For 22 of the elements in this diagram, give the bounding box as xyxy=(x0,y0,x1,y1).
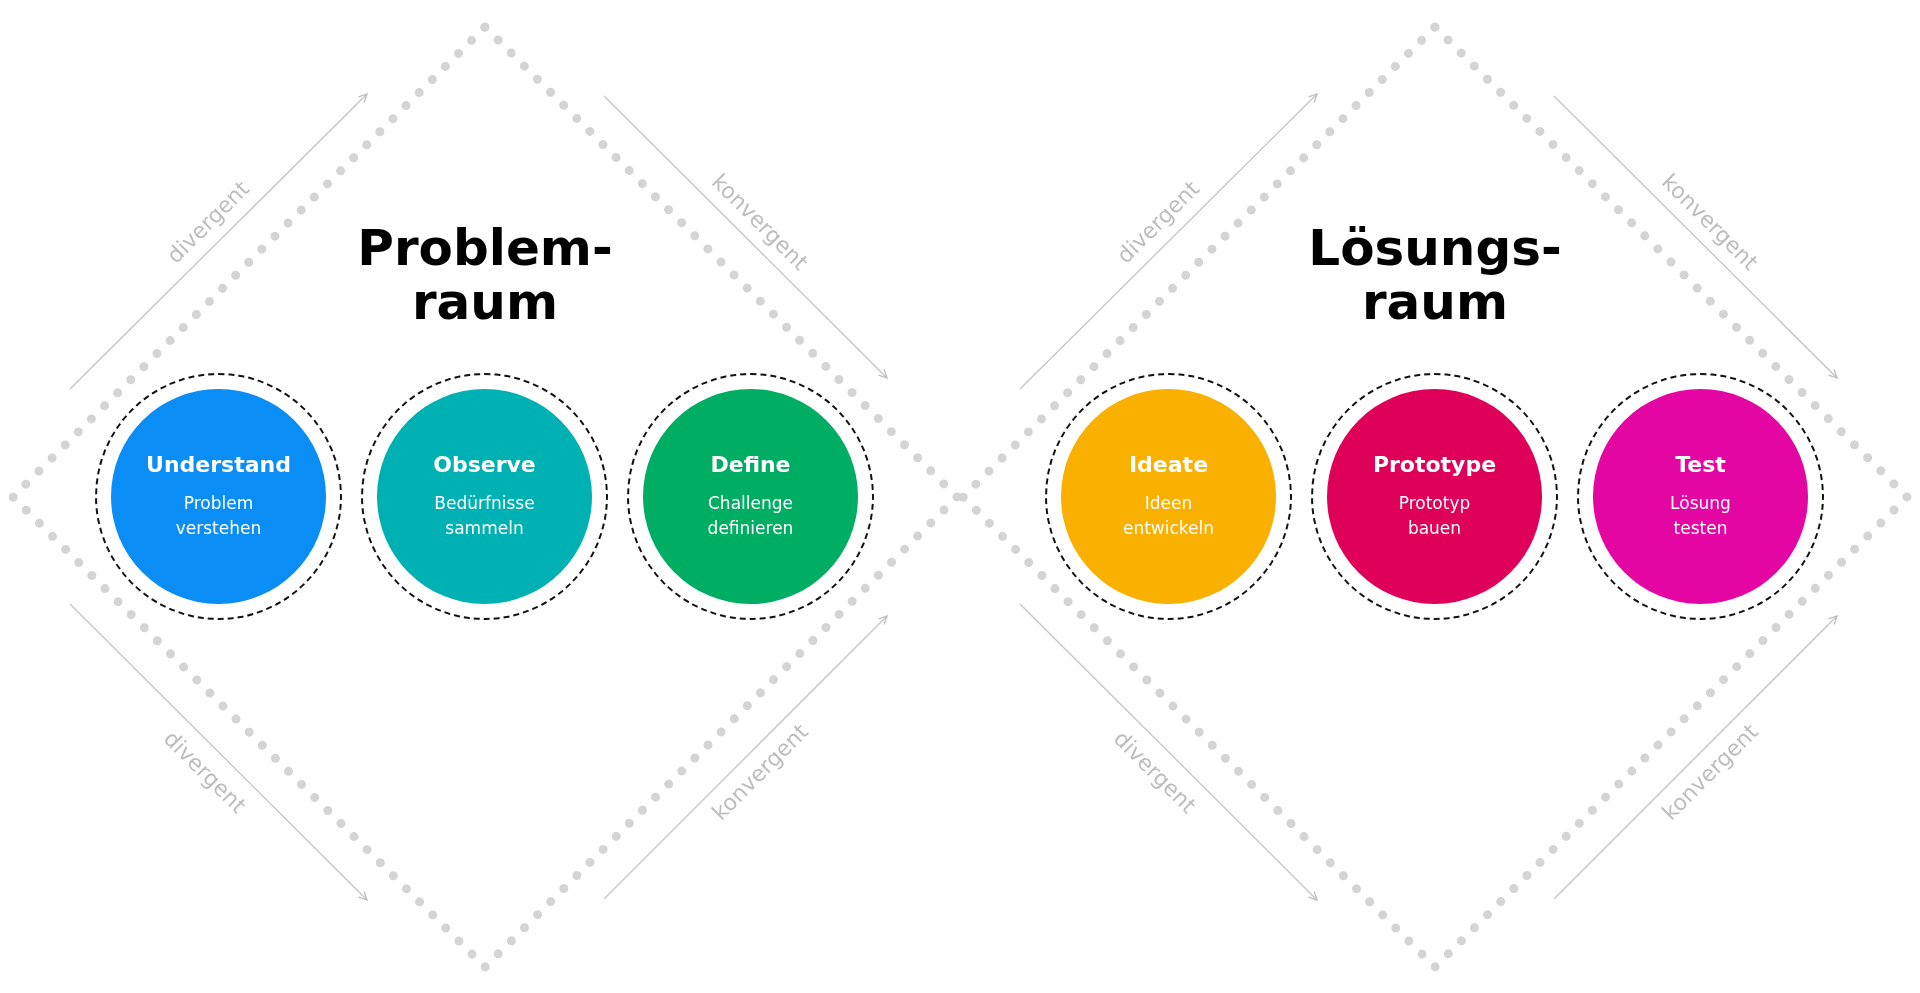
circle-title: Ideate xyxy=(1128,451,1209,477)
circle-subtitle: Problem verstehen xyxy=(175,491,262,540)
dashed-circle-ring xyxy=(1045,373,1292,620)
dashed-circle-ring xyxy=(361,373,608,620)
title-text: Problem- raum xyxy=(356,221,614,329)
title-text: Lösungs- raum xyxy=(1307,221,1563,329)
circle-title: Prototype xyxy=(1372,451,1497,477)
dashed-circle-ring xyxy=(95,373,342,620)
circle-subtitle: Bedürfnisse sammeln xyxy=(434,491,535,540)
circle-subtitle: Prototyp bauen xyxy=(1398,491,1471,540)
dotted-diamond xyxy=(957,21,1913,973)
circle-title: Observe xyxy=(433,451,536,477)
dotted-diamond xyxy=(7,21,963,973)
circle-title: Understand xyxy=(146,451,291,477)
circle-subtitle: Ideen entwickeln xyxy=(1122,491,1215,540)
circle-title: Test xyxy=(1675,451,1726,477)
dashed-circle-ring xyxy=(1311,373,1558,620)
circle-subtitle: Challenge definieren xyxy=(707,491,794,540)
dashed-circle-ring xyxy=(1577,373,1824,620)
circle-title: Define xyxy=(710,451,791,477)
dashed-circle-ring xyxy=(627,373,874,620)
circle-subtitle: Lösung testen xyxy=(1670,491,1731,540)
